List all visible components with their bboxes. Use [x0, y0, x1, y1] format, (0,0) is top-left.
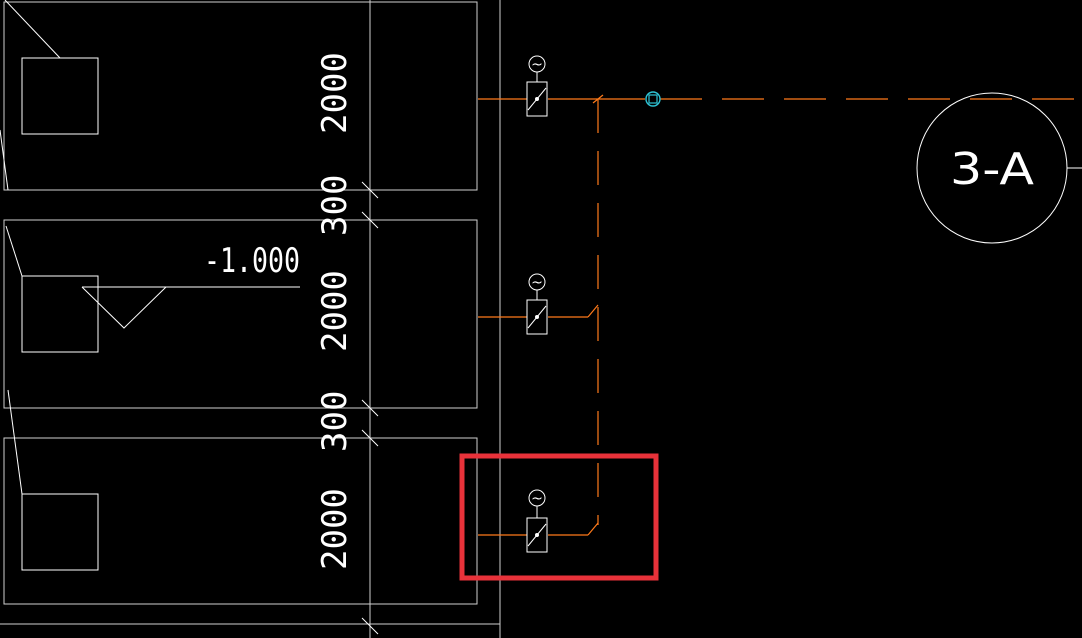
compartment-top [3, 0, 478, 191]
equipment-box-middle [21, 275, 99, 353]
dimension-text-5: 2000 [315, 488, 355, 570]
grid-bubble-label: 3-A [950, 144, 1034, 195]
dimension-text-3: 2000 [315, 270, 355, 352]
elevation-marker-icon [81, 286, 300, 329]
compartment-bottom [3, 389, 478, 605]
motorized-valve-icon: ~ [526, 489, 548, 553]
compartment-middle [3, 219, 478, 409]
elevation-label: -1.000 [204, 241, 300, 281]
pipe-network [478, 94, 1082, 536]
motorized-valve-icon: ~ [526, 55, 548, 117]
motorized-valve-icon: ~ [526, 273, 548, 335]
grid-bubble: 3-A [916, 92, 1082, 244]
fitting-icon [645, 91, 661, 107]
dimension-text-4: 300 [315, 391, 355, 452]
highlight-box [459, 453, 659, 581]
dimension-ticks [361, 181, 379, 635]
equipment-box-top [21, 57, 99, 135]
dimension-text-1: 2000 [315, 52, 355, 134]
svg-text:~: ~ [531, 57, 543, 73]
svg-text:~: ~ [531, 275, 543, 291]
dimension-text-2: 300 [315, 175, 355, 236]
svg-text:~: ~ [531, 491, 543, 507]
equipment-box-bottom [21, 493, 99, 571]
